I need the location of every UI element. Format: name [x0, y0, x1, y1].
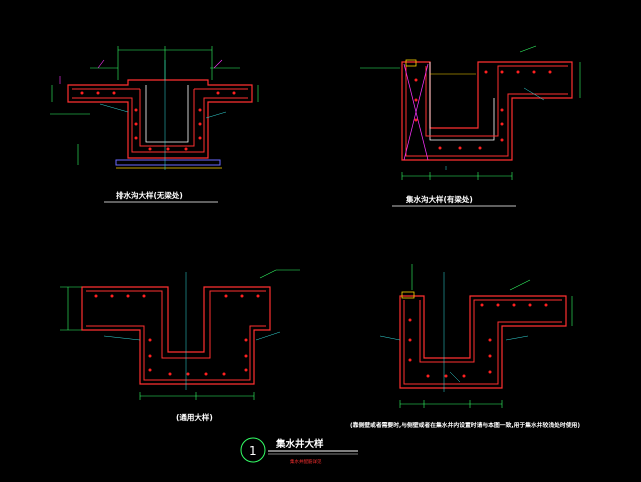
leaders — [445, 87, 545, 170]
yellow-marker — [405, 59, 417, 67]
trench-inner — [429, 62, 495, 141]
rebar-outer — [86, 325, 266, 381]
rebar-bottom — [72, 97, 248, 153]
rebar-inner — [419, 299, 562, 363]
trench-inner — [145, 85, 189, 143]
dimensions — [399, 264, 573, 408]
annotations — [59, 59, 223, 84]
detail-subtitle: 集水井配筋详见 — [290, 458, 322, 465]
leaders — [99, 60, 227, 170]
dimensions — [360, 45, 581, 180]
detail-top-left: 排水沟大样(无梁处) — [50, 46, 259, 203]
caption-top-right: 集水沟大样(有梁处) — [405, 194, 473, 204]
dimensions — [50, 46, 259, 165]
caption-bottom-right: (靠侧壁或者需要时,与侧壁或者在集水井内设置时请与本图一致,用于集水井较浅处时使… — [350, 421, 580, 429]
rebar-outer — [403, 300, 562, 385]
leaders — [379, 272, 529, 392]
concrete-outline — [67, 79, 253, 159]
detail-bottom-left: (通用大样) — [60, 269, 300, 422]
rebar-dots — [80, 91, 236, 151]
rebar-dots — [414, 70, 552, 150]
rebar-outer — [405, 66, 568, 157]
detail-bottom-right: (靠侧壁或者需要时,与侧壁或者在集水井内设置时请与本图一致,用于集水井较浅处时使… — [350, 264, 580, 429]
rebar-dots — [408, 303, 548, 378]
concrete-outline — [81, 286, 271, 385]
caption-top-left: 排水沟大样(无梁处) — [116, 190, 183, 200]
leaders — [103, 272, 281, 390]
concrete-outline — [399, 295, 567, 389]
cushion-layer — [115, 159, 221, 166]
concrete-outline — [401, 61, 573, 161]
yellow-marker — [401, 291, 415, 299]
detail-number-circle — [240, 437, 266, 463]
title-block: 1 集水井大样 集水井配筋详见 — [240, 437, 358, 465]
detail-top-right: 集水沟大样(有梁处) — [360, 45, 581, 207]
detail-number: 1 — [249, 444, 257, 458]
caption-bottom-left: (通用大样) — [176, 412, 213, 422]
dimensions — [60, 269, 300, 400]
rebar-inner — [86, 290, 266, 359]
beam-cross — [403, 63, 429, 161]
detail-title: 集水井大样 — [275, 438, 324, 450]
rebar-inner — [425, 65, 568, 137]
rebar-dots — [94, 294, 260, 376]
rebar-inner — [139, 89, 195, 147]
